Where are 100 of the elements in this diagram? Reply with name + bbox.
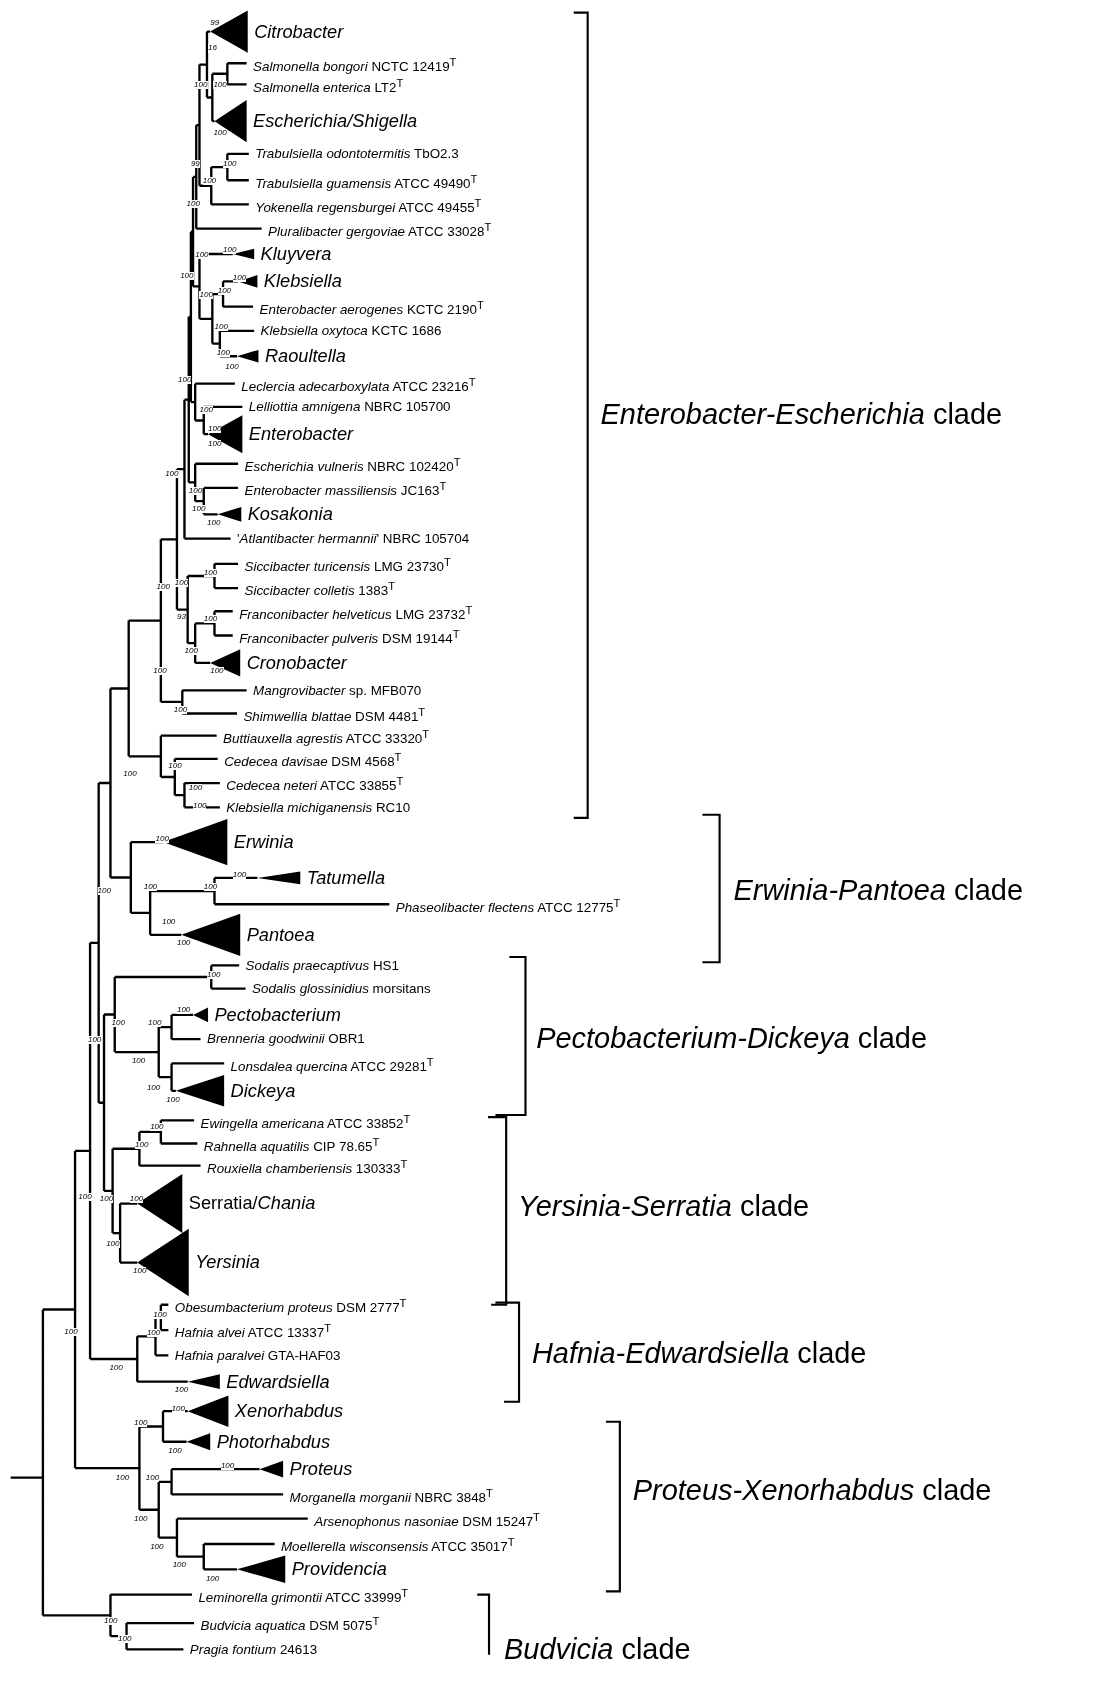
clade-name: Pantoea [246,925,315,944]
taxon-label: Lonsdalea quercina ATCC 29281$^{T}$ [230,1056,434,1074]
bootstrap-value: 100 [104,1616,118,1625]
taxon-label: Brenneria goodwinii OBR1 [206,1032,365,1046]
clade-name: Edwardsiella [226,1372,330,1391]
clade-label: Budvicia clade [504,1634,691,1664]
taxon-label: Salmonella enterica LT2$^{T}$ [253,77,404,95]
clade-name: Kosakonia [247,505,333,524]
taxon-label: Siccibacter turicensis LMG 23730$^{T}$ [244,557,451,574]
bootstrap-value: 100 [135,1140,149,1149]
clade-name: Kluyvera [260,244,332,264]
bootstrap-value: 100 [208,439,222,448]
bootstrap-value: 100 [153,667,167,676]
bootstrap-value: 100 [210,667,224,676]
bootstrap-value: 100 [180,272,194,281]
bootstrap-value: 100 [195,251,209,260]
taxon-label: Shimwellia blattae DSM 4481$^{T}$ [243,706,426,724]
bootstrap-value: 100 [220,1461,235,1470]
taxon-label: Siccibacter colletis 1383$^{T}$ [244,581,395,599]
taxon-label: Pragia fontium 24613 [189,1642,318,1657]
taxon-label: Cedecea davisae DSM 4568$^{T}$ [224,752,402,769]
clade-label: Yersinia-Serratia clade [517,1192,810,1222]
bootstrap-value: 100 [194,81,208,90]
taxon-label: Escherichia vulneris NBRC 102420$^{T}$ [244,457,461,474]
clade-name: Proteus [289,1460,353,1479]
bootstrap-value: 100 [155,834,169,843]
bootstrap-value: 100 [109,1363,123,1372]
clade-name: Raoultella [264,347,346,366]
bootstrap-value: 100 [146,1329,161,1338]
bootstrap-value: 100 [208,424,222,433]
clade-name: Photorhabdus [216,1432,331,1451]
bootstrap-value: 100 [217,286,232,295]
taxon-label: Sodalis praecaptivus HS1 [245,958,399,973]
clade-label: Erwinia-Pantoea clade [733,876,1024,906]
clade-name: Yersinia [195,1253,260,1272]
taxon-label: Franconibacter helveticus LMG 23732$^{T}$ [239,604,473,622]
clade-label: Proteus-Xenorhabdus clade [632,1475,992,1505]
clade-name: Pectobacterium [214,1005,342,1025]
taxon-label: Hafnia alvei ATCC 13337$^{T}$ [174,1323,331,1341]
bootstrap-value: 100 [145,1473,160,1482]
bootstrap-value: 100 [172,1561,187,1570]
bootstrap-value: 100 [134,1418,148,1427]
clade-name: Serratia/Chania [188,1194,316,1213]
bootstrap-value: 100 [232,274,247,283]
clade-name: Citrobacter [254,22,344,41]
bootstrap-value: 100 [199,405,213,414]
bootstrap-value: 100 [143,883,158,892]
bootstrap-value: 100 [184,647,198,656]
bootstrap-value: 100 [188,784,203,793]
bootstrap-value: 93 [176,612,186,621]
bootstrap-value: 100 [173,706,188,715]
bootstrap-value: 100 [87,1036,102,1045]
taxon-label: Phaseolibacter flectens ATCC 12775$^{T}$ [395,897,621,915]
clade-name: Erwinia [233,832,294,852]
clade-name: Dickeya [230,1081,296,1100]
taxon-label: 'Atlantibacter hermannii' NBRC 105704 [237,531,470,546]
bootstrap-value: 100 [199,291,213,300]
taxon-label: Hafnia paralvei GTA-HAF03 [174,1348,341,1363]
bootstrap-value: 100 [206,970,221,979]
bootstrap-value: 100 [165,470,179,479]
bootstrap-value: 100 [99,1195,114,1204]
bootstrap-value: 100 [161,918,176,927]
clade-name: Klebsiella [263,272,342,291]
bootstrap-value: 100 [188,487,203,496]
taxon-label: Sodalis glossinidius morsitans [252,981,431,996]
bootstrap-value: 99 [210,19,220,28]
bootstrap-value: 100 [168,762,182,771]
bootstrap-value: 100 [213,81,227,90]
bootstrap-value: 100 [216,349,231,358]
taxon-label: Enterobacter massiliensis JC163$^{T}$ [244,481,447,499]
bootstrap-value: 100 [78,1193,92,1202]
bootstrap-value: 100 [176,1005,191,1014]
taxon-label: Klebsiella oxytoca KCTC 1686 [260,324,442,338]
bootstrap-value: 100 [134,1514,148,1523]
taxon-label: Arsenophonus nasoniae DSM 15247$^{T}$ [314,1512,540,1529]
bootstrap-value: 100 [186,200,200,209]
bootstrap-value: 100 [106,1239,120,1248]
bootstrap-value: 100 [131,1057,146,1066]
bootstrap-value: 100 [203,569,218,578]
bootstrap-value: 100 [64,1328,78,1337]
taxon-label: Ewingella americana ATCC 33852$^{T}$ [200,1113,411,1131]
taxon-label: Salmonella bongori NCTC 12419$^{T}$ [253,56,457,74]
taxon-label: Klebsiella michiganensis RC10 [226,800,411,814]
bootstrap-value: 100 [191,505,206,514]
bootstrap-value: 100 [223,160,237,169]
bootstrap-value: 99 [190,160,200,169]
bootstrap-value: 100 [115,1473,130,1482]
clade-name: Escherichia/Shigella [253,112,418,131]
bootstrap-value: 100 [202,177,217,186]
bootstrap-value: 100 [174,1386,189,1395]
clade-name: Tatumella [306,868,386,888]
taxon-label: Budvicia aquatica DSM 5075$^{T}$ [200,1616,380,1634]
taxon-label: Rahnella aquatilis CIP 78.65$^{T}$ [203,1136,380,1154]
bootstrap-value: 100 [129,1195,144,1204]
taxon-label: Morganella morganii NBRC 3848$^{T}$ [289,1487,493,1505]
taxon-label: Enterobacter aerogenes KCTC 2190$^{T}$ [259,300,484,317]
bootstrap-value: 100 [174,578,189,587]
taxon-label: Pluralibacter gergoviae ATCC 33028$^{T}$ [268,222,492,239]
bootstrap-value: 100 [193,802,207,811]
taxon-label: Franconibacter pulveris DSM 19144$^{T}$ [239,628,460,646]
